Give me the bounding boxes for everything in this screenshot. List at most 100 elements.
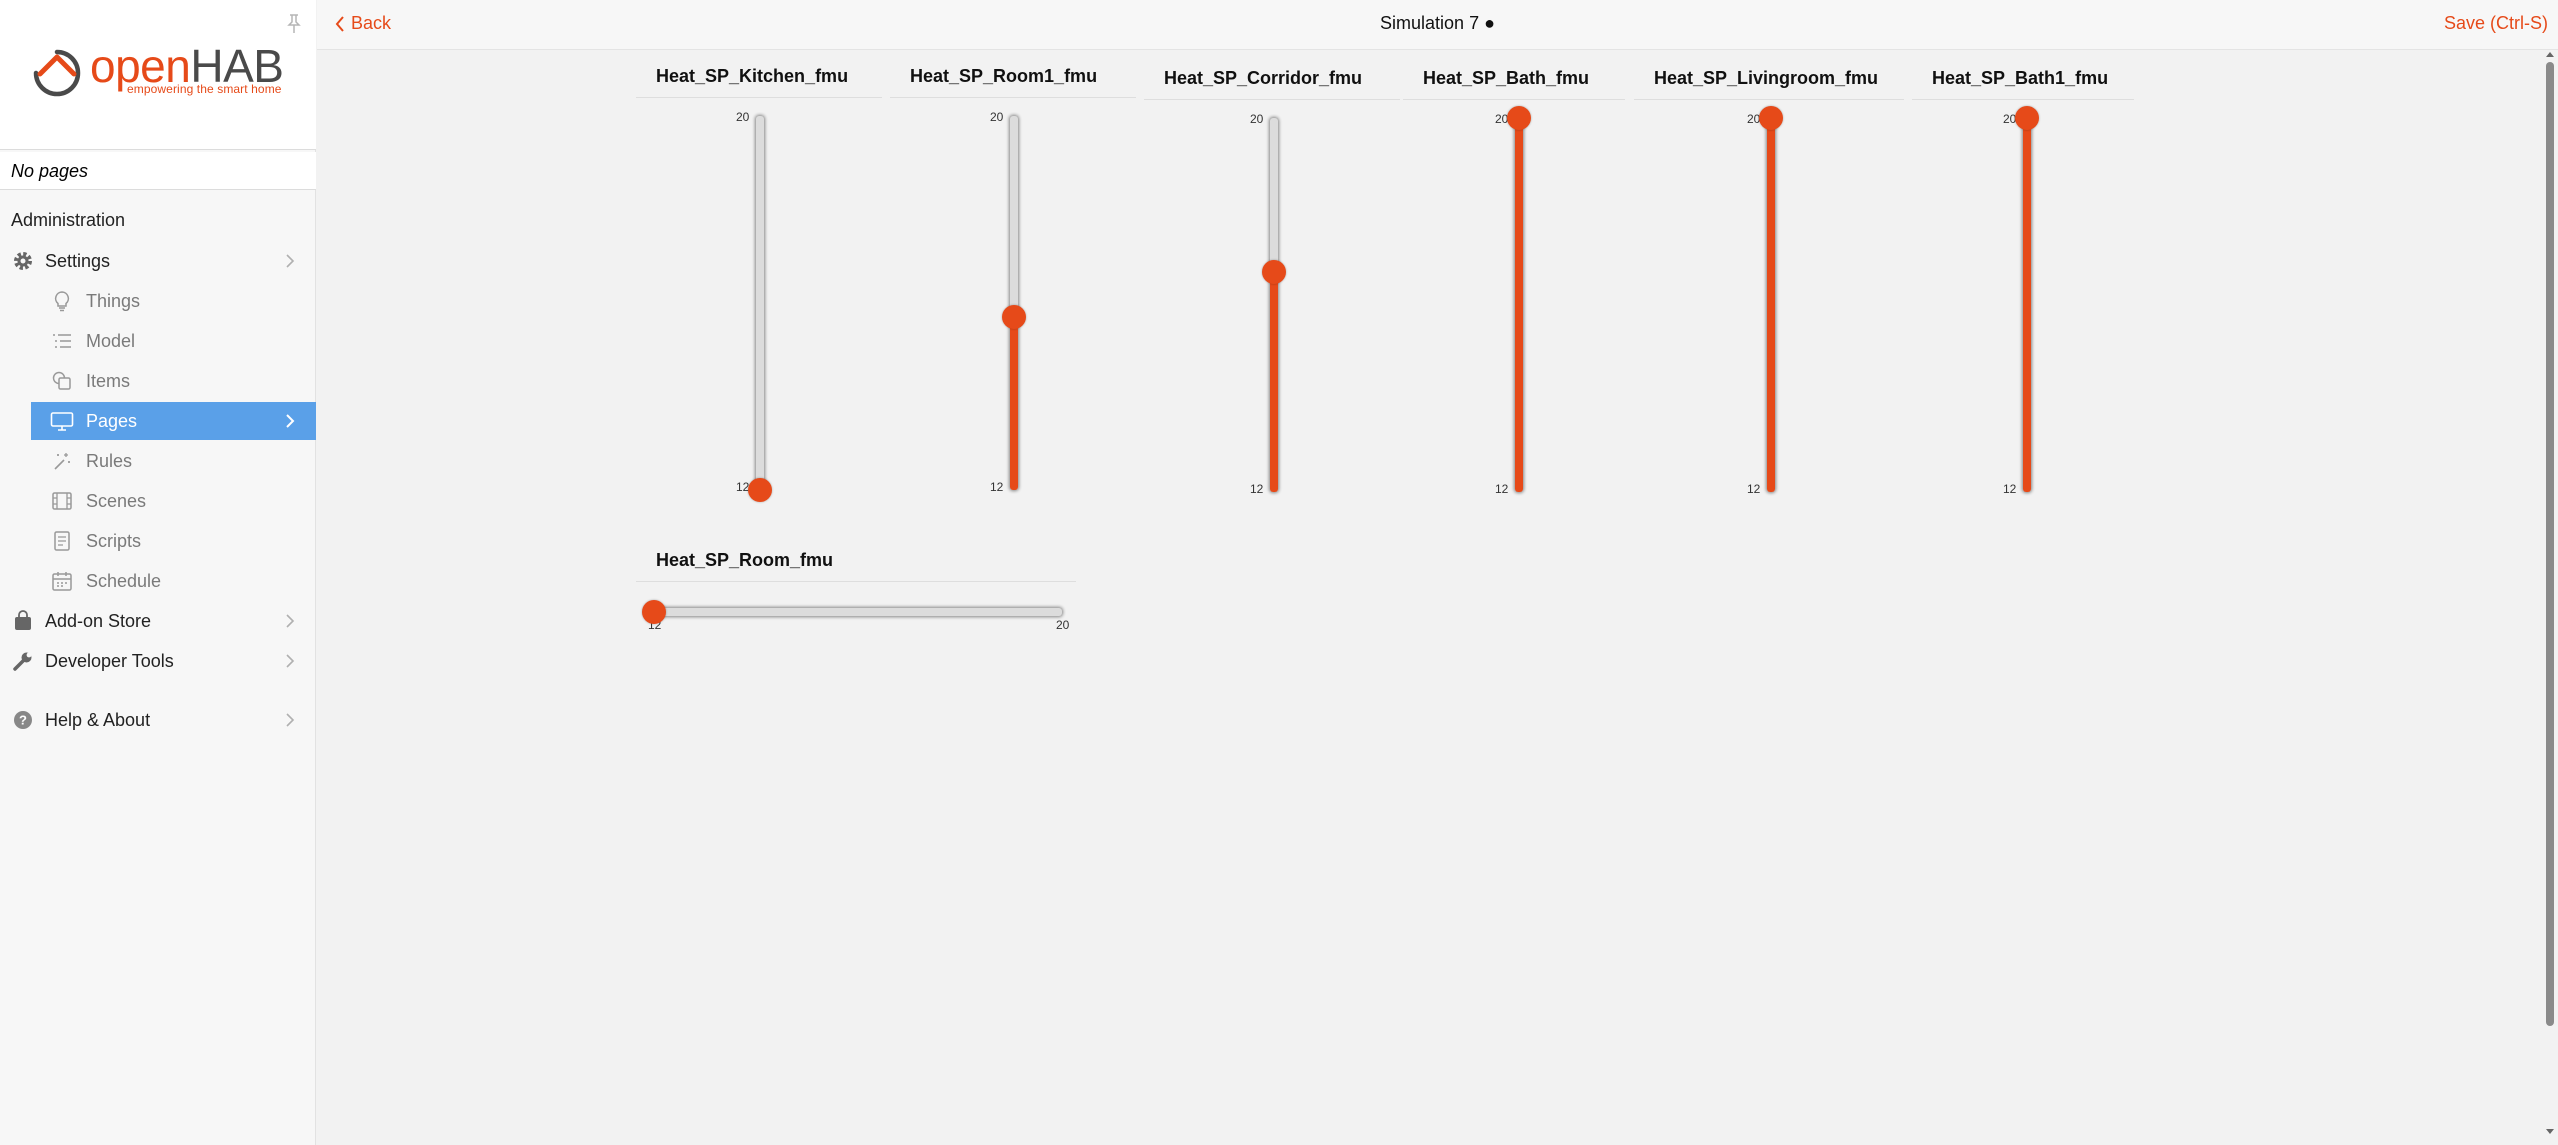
shapes-icon — [50, 369, 74, 393]
scroll-down-arrow-icon[interactable] — [2545, 1128, 2555, 1136]
list-tree-icon — [50, 329, 74, 353]
widget-title: Heat_SP_Livingroom_fmu — [1634, 64, 1904, 100]
chevron-right-icon — [286, 254, 295, 268]
slider-handle[interactable] — [642, 600, 666, 624]
pin-icon[interactable] — [286, 14, 302, 34]
slider-handle[interactable] — [1262, 260, 1286, 285]
slider-fill — [1010, 317, 1018, 490]
sidebar-item-pages[interactable]: Pages — [31, 402, 316, 440]
sidebar-item-label: Scenes — [86, 490, 147, 511]
slider-max-label: 20 — [1495, 112, 1509, 126]
widget-title: Heat_SP_Room1_fmu — [890, 62, 1136, 98]
shopping-bag-icon — [11, 609, 35, 633]
sidebar: openHAB empowering the smart home No pag… — [0, 0, 316, 1145]
calendar-icon — [50, 569, 74, 593]
back-label: Back — [351, 13, 392, 33]
help-circle-icon: ? — [11, 708, 35, 732]
logo-wordmark: openHAB — [90, 38, 284, 94]
sidebar-item-label: Things — [86, 290, 141, 311]
gear-icon — [11, 249, 35, 273]
widget-title: Heat_SP_Room_fmu — [636, 546, 1076, 582]
slider-handle[interactable] — [1507, 106, 1531, 130]
slider-max-label: 20 — [1056, 618, 1070, 632]
sidebar-item-rules[interactable]: Rules — [0, 442, 316, 480]
slider-track[interactable] — [756, 116, 764, 490]
sidebar-item-items[interactable]: Items — [0, 362, 316, 400]
widget-title: Heat_SP_Bath1_fmu — [1912, 64, 2134, 100]
slider-max-label: 20 — [736, 110, 750, 124]
chevron-left-icon — [335, 15, 344, 32]
slider-fill — [1515, 118, 1523, 492]
sidebar-item-scripts[interactable]: Scripts — [0, 522, 316, 560]
chevron-right-icon — [286, 614, 295, 628]
slider-fill — [2023, 118, 2031, 492]
sidebar-item-label: Model — [86, 330, 136, 351]
slider-handle[interactable] — [1759, 106, 1783, 130]
slider-min-label: 12 — [2003, 482, 2017, 496]
top-bar: Back Simulation 7 ● Save (Ctrl-S) — [317, 0, 2558, 50]
monitor-icon — [50, 409, 74, 433]
chevron-right-icon — [286, 713, 295, 727]
no-pages-label: No pages — [0, 152, 316, 190]
film-icon — [50, 489, 74, 513]
sidebar-item-label: Schedule — [86, 570, 162, 591]
sidebar-item-label: Add-on Store — [45, 610, 152, 631]
slider-widget-livingroom: Heat_SP_Livingroom_fmu 20 12 — [1634, 64, 1904, 496]
sidebar-item-label: Rules — [86, 450, 133, 471]
wrench-icon — [11, 649, 35, 673]
logo-tagline: empowering the smart home — [127, 82, 282, 96]
slider-widget-bath: Heat_SP_Bath_fmu 20 12 — [1403, 64, 1625, 496]
save-button[interactable]: Save (Ctrl-S) — [2443, 13, 2548, 33]
slider-handle[interactable] — [748, 478, 772, 502]
scroll-thumb[interactable] — [2546, 62, 2554, 1026]
document-icon — [50, 529, 74, 553]
slider-min-label: 12 — [736, 480, 750, 494]
slider-handle[interactable] — [1002, 305, 1026, 330]
sidebar-item-help-about[interactable]: ? Help & About — [0, 701, 316, 739]
slider-max-label: 20 — [2003, 112, 2017, 126]
sidebar-item-developer-tools[interactable]: Developer Tools — [0, 642, 316, 680]
sidebar-item-things[interactable]: Things — [0, 282, 316, 320]
slider-track[interactable] — [1010, 116, 1018, 490]
page-title: Simulation 7 ● — [1380, 13, 1495, 33]
slider-max-label: 20 — [1250, 112, 1264, 126]
openhab-logo-icon — [33, 49, 81, 97]
slider-widget-room1: Heat_SP_Room1_fmu 20 12 — [890, 62, 1136, 494]
slider-fill — [1270, 272, 1278, 492]
scroll-up-arrow-icon[interactable] — [2545, 50, 2555, 58]
back-button[interactable]: Back — [335, 13, 391, 34]
logo-text-open: open — [90, 40, 191, 92]
slider-track[interactable] — [654, 608, 1062, 616]
magic-wand-icon — [50, 449, 74, 473]
logo-area: openHAB empowering the smart home — [0, 0, 316, 150]
widget-title: Heat_SP_Corridor_fmu — [1144, 64, 1400, 100]
slider-widget-bath1: Heat_SP_Bath1_fmu 20 12 — [1912, 64, 2134, 496]
slider-max-label: 20 — [990, 110, 1004, 124]
sidebar-item-schedule[interactable]: Schedule — [0, 562, 316, 600]
sidebar-item-label: Pages — [86, 410, 138, 431]
lightbulb-icon — [50, 289, 74, 313]
chevron-right-icon — [286, 414, 295, 428]
administration-heading: Administration — [11, 210, 126, 230]
scrollbar[interactable] — [2541, 50, 2558, 1145]
widget-title: Heat_SP_Bath_fmu — [1403, 64, 1625, 100]
slider-handle[interactable] — [2015, 106, 2039, 130]
sidebar-item-label: Items — [86, 370, 131, 391]
widget-title: Heat_SP_Kitchen_fmu — [636, 62, 882, 98]
slider-widget-kitchen: Heat_SP_Kitchen_fmu 20 12 — [636, 62, 882, 502]
slider-min-label: 12 — [990, 480, 1004, 494]
slider-widget-corridor: Heat_SP_Corridor_fmu 20 12 — [1144, 64, 1400, 496]
slider-min-label: 12 — [1747, 482, 1761, 496]
sidebar-item-addon-store[interactable]: Add-on Store — [0, 602, 316, 640]
sidebar-item-settings[interactable]: Settings — [0, 242, 316, 280]
sidebar-item-scenes[interactable]: Scenes — [0, 482, 316, 520]
sidebar-item-label: Settings — [45, 250, 111, 271]
sidebar-item-label: Developer Tools — [45, 650, 174, 671]
chevron-right-icon — [286, 654, 295, 668]
sidebar-item-label: Scripts — [86, 530, 142, 551]
slider-min-label: 12 — [1250, 482, 1264, 496]
sidebar-item-model[interactable]: Model — [0, 322, 316, 360]
slider-min-label: 12 — [1495, 482, 1509, 496]
slider-max-label: 20 — [1747, 112, 1761, 126]
